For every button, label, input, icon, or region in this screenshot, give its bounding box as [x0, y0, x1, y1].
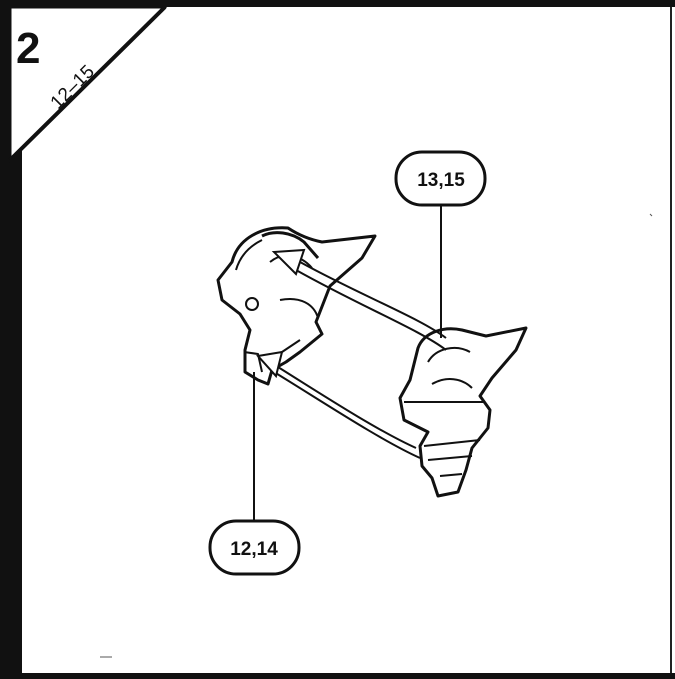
step-corner-tab: 2 12–15 — [8, 5, 169, 679]
print-marks — [100, 213, 653, 658]
step-number: 2 — [16, 24, 40, 73]
assembly-arrows — [256, 248, 447, 459]
housing-part-left — [216, 226, 377, 386]
callout-12-14: 12,14 — [208, 372, 301, 576]
callout-label-bottom: 12,14 — [230, 539, 278, 560]
cap-part-right — [398, 326, 528, 498]
callout-13-15: 13,15 — [394, 150, 487, 338]
callout-label-top: 13,15 — [417, 170, 465, 191]
